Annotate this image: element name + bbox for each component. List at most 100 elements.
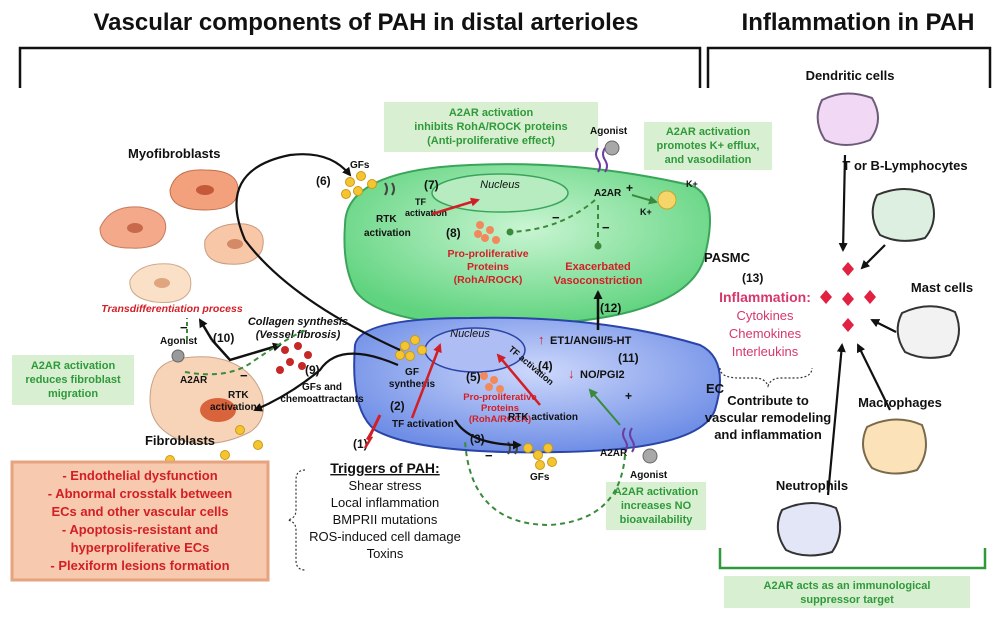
inflammation-brace: [719, 367, 813, 388]
dendritic-label: Dendritic cells: [806, 68, 895, 83]
gfs-label-pasmc: GFs: [350, 160, 370, 171]
step-12: (12): [600, 301, 621, 315]
trigger-item-3: BMPRII mutations: [333, 512, 438, 527]
arrow-dendritic: [838, 154, 848, 252]
arrow-mast: [870, 319, 897, 333]
agonist-ball-ec: [642, 448, 658, 464]
rtk-label-pasmc: RTK: [376, 214, 397, 225]
gf-synth-label-1: GF: [405, 367, 419, 378]
box-k-line-1: A2AR activation: [666, 126, 751, 138]
exacerbated-label-2: Vasoconstriction: [554, 275, 643, 287]
pasmc-cell: [343, 163, 711, 327]
minus-sign-fib-2: −: [180, 320, 188, 335]
rtk-label-fib: RTK: [228, 390, 249, 401]
macrophage-cell: [862, 418, 927, 475]
title-right: Inflammation in PAH: [742, 9, 975, 36]
agonist-label-ec: Agonist: [630, 470, 668, 481]
myofibroblast-cells: [99, 169, 264, 303]
transdiff-label: Transdifferentiation process: [101, 303, 243, 315]
box-immune-line-2: suppressor target: [800, 594, 894, 606]
ec-list-1: - Endothelial dysfunction: [62, 468, 217, 483]
gfs-label-ec: GFs: [530, 472, 550, 483]
interleukins-label: Interleukins: [732, 344, 799, 359]
lymphocyte-label: T or B-Lymphocytes: [842, 158, 967, 173]
trigger-item-2: Local inflammation: [331, 495, 439, 510]
contribute-label-1: Contribute to: [727, 393, 809, 408]
bracket-left: [18, 46, 702, 88]
inhibition-dot-pasmc: [506, 228, 514, 236]
box-no-bg: [606, 482, 706, 530]
myofibroblasts-label: Myofibroblasts: [128, 146, 220, 161]
agonist-ball-pasmc: [604, 140, 620, 156]
contribute-label-3: and inflammation: [714, 427, 822, 442]
rtk-activation-label-fib: activation: [210, 402, 257, 413]
gf-balls-pasmc: [341, 171, 377, 199]
box-fib-line-3: migration: [48, 388, 98, 400]
rtk-receptor-pasmc: [384, 182, 395, 196]
a2ar-receptor-pasmc: [595, 147, 608, 173]
exacerbated-label-1: Exacerbated: [565, 261, 630, 273]
macrophage-label: Macrophages: [858, 395, 942, 410]
a2ar-receptor-ec: [622, 427, 635, 453]
box-immune-line-1: A2AR acts as an immunological: [764, 580, 931, 592]
box-k-line-3: and vasodilation: [665, 154, 752, 166]
minus-sign-pasmc-1: −: [552, 210, 560, 225]
step-8: (8): [446, 226, 461, 240]
box-fib-line-2: reduces fibroblast: [25, 374, 121, 386]
collagen-label-1: Collagen synthesis: [248, 316, 348, 328]
box-top-line-3: (Anti-proliferative effect): [427, 135, 555, 147]
box-k-line-2: promotes K+ efflux,: [657, 140, 760, 152]
no-arrow: ↓: [568, 366, 575, 381]
fibroblasts-label: Fibroblasts: [145, 433, 215, 448]
gf-balls-fib: [165, 425, 263, 465]
inflammation-title: Inflammation:: [719, 289, 811, 305]
plus-sign-pasmc: +: [626, 181, 633, 195]
step-10: (10): [213, 331, 234, 345]
gfs-chemo-label-1: GFs and: [302, 382, 342, 393]
minus-sign-fib: −: [240, 368, 248, 383]
step-13: (13): [742, 271, 763, 285]
ec-list-4: - Apoptosis-resistant and: [62, 522, 218, 537]
k-efflux-arrow: [631, 194, 658, 205]
box-no-line-1: A2AR activation: [614, 486, 699, 498]
tf-activation-label-ec: TF activation: [392, 419, 454, 430]
box-top-bg: [384, 102, 598, 152]
step-2: (2): [390, 399, 405, 413]
neutrophil-label: Neutrophils: [776, 478, 848, 493]
arrow-6: [235, 153, 401, 352]
inflammation-diamonds: [820, 262, 876, 332]
ec-label: EC: [706, 381, 725, 396]
vasoconstriction-dot: [594, 242, 602, 250]
mast-cell: [896, 305, 960, 359]
a2ar-label-fib: A2AR: [180, 375, 208, 386]
a2ar-label-pasmc: A2AR: [594, 188, 622, 199]
trigger-item-1: Shear stress: [349, 478, 422, 493]
fibroblast-cell: [149, 356, 264, 445]
et1-label: ET1/ANGII/5-HT: [550, 335, 632, 347]
box-fib-line-1: A2AR activation: [31, 360, 116, 372]
tf-arrow-ec-right: [496, 353, 541, 406]
agonist-label-pasmc: Agonist: [590, 126, 628, 137]
arrow-lymphocyte: [860, 244, 886, 270]
agonist-ball-fib: [171, 349, 185, 363]
k-channel: [657, 190, 677, 210]
dendritic-cell: [816, 92, 879, 146]
trigger-item-4: ROS-induced cell damage: [309, 529, 461, 544]
no-label: NO/PGI2: [580, 369, 625, 381]
triggers-title: Triggers of PAH:: [330, 460, 439, 476]
plus-sign-ec: +: [625, 389, 632, 403]
et1-arrow: ↑: [538, 332, 545, 347]
rtk-activation-label-pasmc: activation: [364, 228, 411, 239]
box-ec-bg: [10, 460, 270, 582]
box-immune-bg: [724, 576, 970, 608]
gf-balls-ec-bottom: [523, 443, 557, 470]
ec-list-5: hyperproliferative ECs: [71, 540, 210, 555]
arrow-10: [211, 339, 282, 362]
chemokines-label: Chemokines: [729, 326, 802, 341]
arrow-9: [253, 352, 399, 412]
bracket-bottom: [718, 548, 987, 570]
a2ar-label-ec: A2AR: [600, 448, 628, 459]
step-6: (6): [316, 174, 331, 188]
pro-label-1-pasmc: Pro-proliferative: [447, 248, 528, 260]
